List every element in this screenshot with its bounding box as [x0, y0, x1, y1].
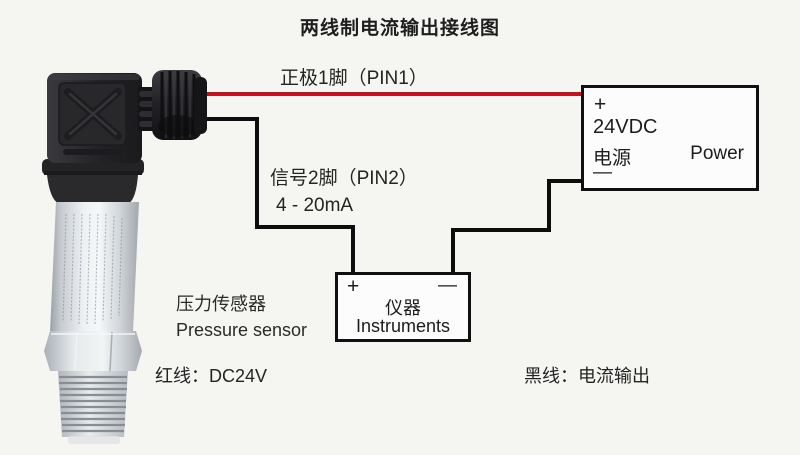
- black-signal-wire-seg2: [255, 117, 259, 229]
- black-return-wire-seg4: [547, 179, 585, 183]
- black-return-wire-seg3: [547, 179, 551, 232]
- sensor-connector-head: [47, 73, 142, 163]
- power-plus-terminal: +: [594, 93, 607, 116]
- sensor-hex-nut: [44, 331, 142, 372]
- sensor-print-label: [62, 213, 123, 325]
- page-title: 两线制电流输出接线图: [299, 18, 500, 39]
- power-minus-terminal: —: [593, 162, 612, 183]
- black-signal-wire-seg1: [198, 117, 259, 121]
- black-signal-wire-seg4: [351, 225, 355, 275]
- instruments-plus-terminal: +: [347, 275, 360, 298]
- sensor-steel-body: [50, 202, 139, 332]
- pressure-sensor-image: [42, 70, 207, 444]
- sensor-caption: 压力传感器 Pressure sensor: [176, 291, 307, 343]
- instruments-label-en: Instruments: [355, 316, 451, 336]
- power-label-en: Power: [690, 143, 744, 164]
- power-supply-box: + 24VDC 电源 Power —: [581, 85, 759, 191]
- black-wire-legend: 黑线：电流输出: [524, 366, 650, 386]
- red-wire-legend: 红线：DC24V: [155, 366, 268, 386]
- instruments-box: + — 仪器 Instruments: [335, 272, 471, 342]
- signal-range-label: 4 - 20mA: [276, 195, 354, 216]
- positive-wire-label: 正极1脚（PIN1）: [280, 68, 428, 89]
- black-signal-wire-seg3: [255, 225, 355, 229]
- sensor-caption-cn: 压力传感器: [176, 294, 266, 314]
- black-return-wire-seg2: [451, 228, 551, 232]
- red-positive-wire: [196, 92, 585, 96]
- sensor-caption-en: Pressure sensor: [176, 320, 308, 340]
- sensor-collar: [42, 159, 144, 203]
- black-return-wire-seg1: [451, 228, 455, 275]
- power-voltage-label: 24VDC: [593, 116, 658, 138]
- instruments-label-cn: 仪器: [385, 298, 421, 318]
- connector-x-emboss: [64, 88, 122, 140]
- power-label-cn: 电源: [593, 148, 632, 169]
- sensor-cable-gland: [138, 70, 207, 140]
- instruments-minus-terminal: —: [438, 275, 457, 296]
- signal-wire-label: 信号2脚（PIN2）: [270, 168, 418, 189]
- sensor-thread: [58, 371, 128, 444]
